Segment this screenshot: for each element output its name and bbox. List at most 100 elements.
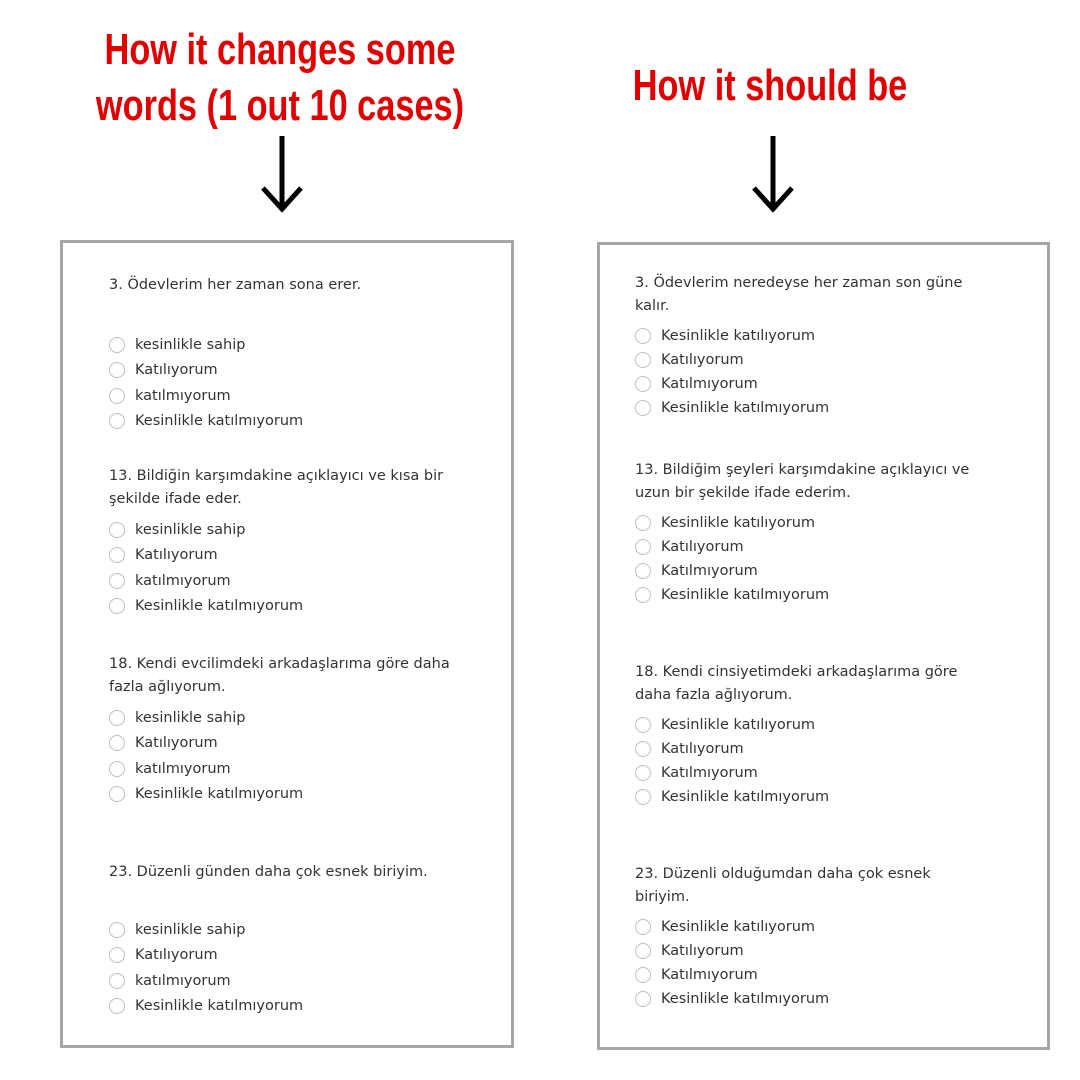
option-strongly-disagree[interactable]: Kesinlikle katılmıyorum bbox=[109, 782, 479, 808]
question-text: 13. Bildiğim şeyleri karşımdakine açıkla… bbox=[635, 462, 970, 501]
radio-button-icon[interactable] bbox=[109, 362, 125, 379]
option-strongly-disagree[interactable]: Kesinlikle katılmıyorum bbox=[635, 396, 975, 420]
radio-button-icon[interactable] bbox=[109, 735, 125, 752]
option-strongly-agree[interactable]: kesinlikle sahip bbox=[109, 332, 479, 358]
option-disagree[interactable]: Katılmıyorum bbox=[635, 761, 975, 785]
option-strongly-agree[interactable]: kesinlikle sahip bbox=[109, 917, 479, 943]
option-label: katılmıyorum bbox=[135, 760, 231, 777]
option-strongly-agree[interactable]: kesinlikle sahip bbox=[109, 705, 479, 731]
option-disagree[interactable]: katılmıyorum bbox=[109, 383, 479, 409]
question-13: 13. Bildiğin karşımdakine açıklayıcı ve … bbox=[109, 465, 479, 619]
radio-button-icon[interactable] bbox=[635, 376, 651, 392]
option-strongly-disagree[interactable]: Kesinlikle katılmıyorum bbox=[109, 994, 479, 1020]
option-strongly-disagree[interactable]: Kesinlikle katılmıyorum bbox=[109, 594, 479, 620]
radio-button-icon[interactable] bbox=[109, 387, 125, 404]
radio-button-icon[interactable] bbox=[635, 765, 651, 781]
option-agree[interactable]: Katılıyorum bbox=[635, 737, 975, 761]
radio-button-icon[interactable] bbox=[109, 336, 125, 353]
option-label: Kesinlikle katılmıyorum bbox=[661, 400, 830, 416]
option-label: Katılıyorum bbox=[661, 352, 744, 368]
option-label: Kesinlikle katılmıyorum bbox=[135, 998, 304, 1015]
option-disagree[interactable]: Katılmıyorum bbox=[635, 963, 975, 987]
radio-button-icon[interactable] bbox=[109, 521, 125, 538]
radio-button-icon[interactable] bbox=[635, 967, 651, 983]
option-disagree[interactable]: Katılmıyorum bbox=[635, 559, 975, 583]
radio-button-icon[interactable] bbox=[109, 760, 125, 777]
question-text: 3. Ödevlerim her zaman sona erer. bbox=[109, 277, 362, 293]
option-label: Kesinlikle katılmıyorum bbox=[661, 991, 830, 1007]
option-disagree[interactable]: katılmıyorum bbox=[109, 568, 479, 594]
option-label: Kesinlikle katılmıyorum bbox=[135, 413, 304, 430]
radio-button-icon[interactable] bbox=[635, 563, 651, 579]
radio-button-icon[interactable] bbox=[635, 328, 651, 344]
option-label: Katılıyorum bbox=[661, 943, 744, 959]
radio-button-icon[interactable] bbox=[635, 352, 651, 368]
question-18: 18. Kendi evcilimdeki arkadaşlarıma göre… bbox=[109, 653, 479, 807]
answer-options: kesinlikle sahip Katılıyorum katılmıyoru… bbox=[109, 705, 479, 807]
option-strongly-disagree[interactable]: Kesinlikle katılmıyorum bbox=[635, 583, 975, 607]
radio-button-icon[interactable] bbox=[635, 943, 651, 959]
radio-button-icon[interactable] bbox=[635, 789, 651, 805]
radio-button-icon[interactable] bbox=[109, 786, 125, 803]
answer-options: kesinlikle sahip Katılıyorum katılmıyoru… bbox=[109, 517, 479, 619]
option-strongly-agree[interactable]: kesinlikle sahip bbox=[109, 517, 479, 543]
radio-button-icon[interactable] bbox=[109, 998, 125, 1015]
option-agree[interactable]: Katılıyorum bbox=[109, 543, 479, 569]
radio-button-icon[interactable] bbox=[635, 741, 651, 757]
radio-button-icon[interactable] bbox=[109, 709, 125, 726]
option-label: kesinlikle sahip bbox=[135, 921, 246, 938]
radio-button-icon[interactable] bbox=[635, 587, 651, 603]
option-label: Katılıyorum bbox=[661, 539, 744, 555]
option-label: Katılmıyorum bbox=[661, 563, 758, 579]
option-agree[interactable]: Katılıyorum bbox=[109, 358, 479, 384]
option-label: Katılmıyorum bbox=[661, 765, 758, 781]
option-strongly-agree[interactable]: Kesinlikle katılıyorum bbox=[635, 324, 975, 348]
radio-button-icon[interactable] bbox=[109, 972, 125, 989]
radio-button-icon[interactable] bbox=[109, 413, 125, 430]
option-label: Kesinlikle katılıyorum bbox=[661, 717, 816, 733]
option-label: Kesinlikle katılıyorum bbox=[661, 515, 816, 531]
option-label: Katılmıyorum bbox=[661, 376, 758, 392]
question-text: 23. Düzenli günden daha çok esnek biriyi… bbox=[109, 864, 428, 880]
option-label: Kesinlikle katılmıyorum bbox=[661, 587, 830, 603]
option-strongly-agree[interactable]: Kesinlikle katılıyorum bbox=[635, 511, 975, 535]
correct-translation-panel: 3. Ödevlerim neredeyse her zaman son gün… bbox=[597, 242, 1050, 1050]
answer-options: kesinlikle sahip Katılıyorum katılmıyoru… bbox=[109, 332, 479, 434]
option-label: Kesinlikle katılmıyorum bbox=[135, 786, 304, 803]
left-heading-line-1: How it changes some bbox=[104, 25, 456, 74]
radio-button-icon[interactable] bbox=[109, 547, 125, 564]
question-text: 3. Ödevlerim neredeyse her zaman son gün… bbox=[635, 275, 963, 314]
radio-button-icon[interactable] bbox=[635, 991, 651, 1007]
radio-button-icon[interactable] bbox=[109, 921, 125, 938]
option-strongly-disagree[interactable]: Kesinlikle katılmıyorum bbox=[109, 409, 479, 435]
radio-button-icon[interactable] bbox=[109, 598, 125, 615]
option-disagree[interactable]: katılmıyorum bbox=[109, 968, 479, 994]
radio-button-icon[interactable] bbox=[109, 572, 125, 589]
option-strongly-agree[interactable]: Kesinlikle katılıyorum bbox=[635, 915, 975, 939]
option-strongly-agree[interactable]: Kesinlikle katılıyorum bbox=[635, 713, 975, 737]
option-disagree[interactable]: katılmıyorum bbox=[109, 756, 479, 782]
option-label: Katılıyorum bbox=[135, 547, 218, 564]
question-18: 18. Kendi cinsiyetimdeki arkadaşlarıma g… bbox=[635, 661, 975, 809]
left-heading: How it changes some words (1 out 10 case… bbox=[93, 22, 467, 134]
option-label: kesinlikle sahip bbox=[135, 336, 246, 353]
radio-button-icon[interactable] bbox=[635, 919, 651, 935]
option-label: Katılıyorum bbox=[135, 362, 218, 379]
option-agree[interactable]: Katılıyorum bbox=[635, 939, 975, 963]
option-strongly-disagree[interactable]: Kesinlikle katılmıyorum bbox=[635, 785, 975, 809]
option-agree[interactable]: Katılıyorum bbox=[635, 535, 975, 559]
option-agree[interactable]: Katılıyorum bbox=[635, 348, 975, 372]
option-disagree[interactable]: Katılmıyorum bbox=[635, 372, 975, 396]
option-agree[interactable]: Katılıyorum bbox=[109, 731, 479, 757]
option-label: katılmıyorum bbox=[135, 387, 231, 404]
option-label: kesinlikle sahip bbox=[135, 709, 246, 726]
radio-button-icon[interactable] bbox=[109, 947, 125, 964]
radio-button-icon[interactable] bbox=[635, 717, 651, 733]
radio-button-icon[interactable] bbox=[635, 515, 651, 531]
question-23: 23. Düzenli olduğumdan daha çok esnek bi… bbox=[635, 863, 975, 1011]
option-strongly-disagree[interactable]: Kesinlikle katılmıyorum bbox=[635, 987, 975, 1011]
radio-button-icon[interactable] bbox=[635, 400, 651, 416]
option-agree[interactable]: Katılıyorum bbox=[109, 943, 479, 969]
question-text: 18. Kendi cinsiyetimdeki arkadaşlarıma g… bbox=[635, 664, 958, 703]
radio-button-icon[interactable] bbox=[635, 539, 651, 555]
